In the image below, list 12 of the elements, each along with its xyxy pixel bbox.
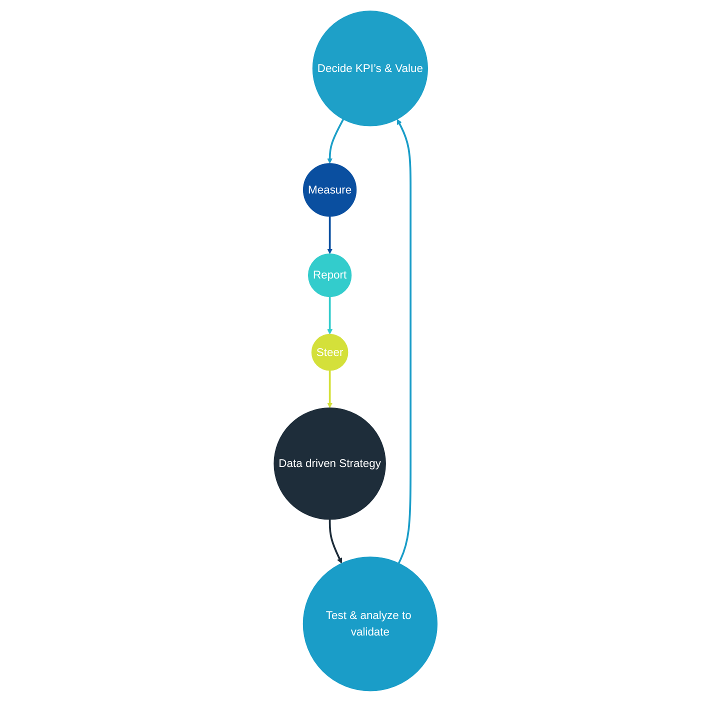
node-circle: Report [308,254,352,298]
node-circle: Decide KPI’s & Value [312,10,428,126]
arrow [329,520,342,564]
node-circle: Test & analyze to validate [303,556,438,692]
arrow [327,216,333,254]
node-circle: Steer [312,334,349,371]
arrow [327,370,333,408]
arrow [327,296,333,335]
node-circle: Measure [303,163,358,217]
arrow [397,119,412,564]
node-circle: Data driven Strategy [274,408,386,520]
arrow [327,118,344,164]
